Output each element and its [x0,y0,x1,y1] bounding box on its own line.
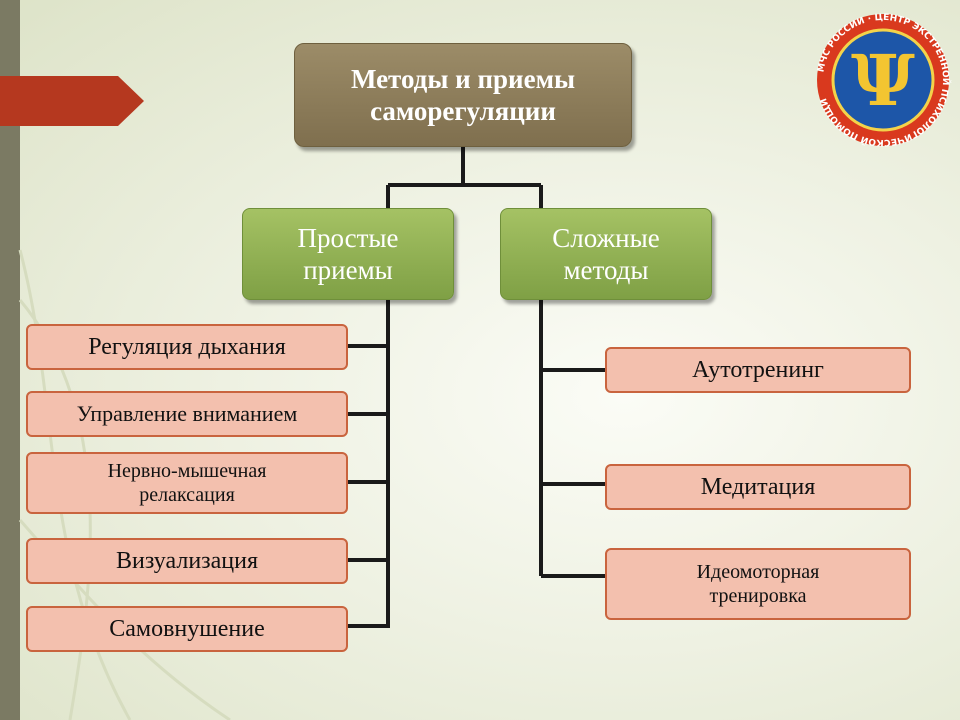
category-complex: Сложные методы [500,208,712,300]
simple-item: Управление вниманием [26,391,348,437]
complex-item-label: Медитация [700,473,816,500]
root-label: Методы и приемы саморегуляции [350,63,576,126]
simple-item-label: Регуляция дыхания [88,333,286,360]
complex-item: Аутотренинг [605,347,911,393]
emercom-psychology-logo-icon: МЧС РОССИИ · ЦЕНТР ЭКСТРЕННОЙ ПСИХОЛОГИЧ… [816,13,952,147]
category-simple-label: Простые приемы [297,222,399,285]
simple-item-label: Визуализация [115,547,259,574]
arrow-tab [0,76,144,126]
simple-item: Нервно-мышечная релаксация [26,452,348,514]
svg-text:Ψ: Ψ [851,39,915,122]
complex-item: Медитация [605,464,911,510]
side-strip [0,0,20,720]
simple-item-label: Самовнушение [109,615,265,642]
root-node: Методы и приемы саморегуляции [294,43,632,147]
simple-item: Регуляция дыхания [26,324,348,370]
complex-item: Идеомоторная тренировка [605,548,911,620]
simple-item-label: Управление вниманием [76,400,298,426]
complex-item-label: Идеомоторная тренировка [696,561,820,607]
category-complex-label: Сложные методы [552,222,660,285]
complex-item-label: Аутотренинг [692,356,824,383]
simple-item-label: Нервно-мышечная релаксация [107,460,267,506]
simple-item: Самовнушение [26,606,348,652]
category-simple: Простые приемы [242,208,454,300]
simple-item: Визуализация [26,538,348,584]
